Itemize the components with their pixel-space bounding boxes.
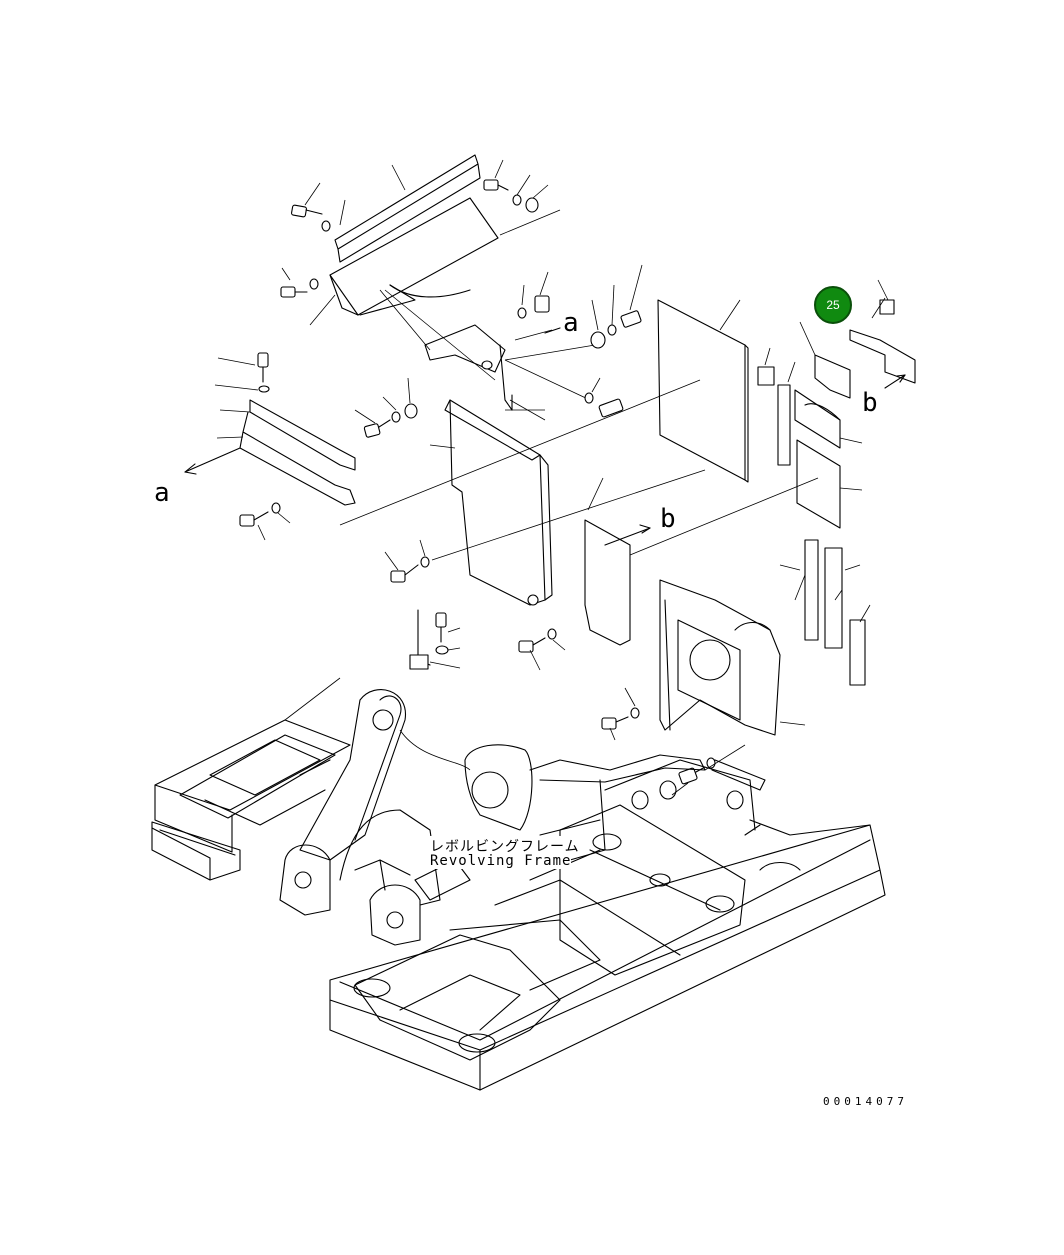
bolt-center-lower [384,469,706,583]
bolt-center-right [590,264,643,349]
middle-bracket [424,324,596,411]
center-panel [429,399,553,606]
bolt-left-top [214,352,270,393]
bolt-washer-center [584,377,624,418]
top-right-bracket [799,279,916,399]
gasket-strip-1 [777,361,796,466]
small-block [757,347,775,386]
revolving-frame [151,677,886,1091]
bolt-right-frame [601,687,640,741]
frame-label-english: Revolving Frame [430,853,572,869]
bracket-small-center [409,609,461,670]
ref-letter-b-mid: b [660,504,676,534]
ref-letter-b-right: b [862,388,878,418]
bolt-left-lower [239,502,291,541]
ref-letter-a-left: a [154,478,170,508]
bolt-top-right [483,159,549,213]
top-plate-assembly [309,154,561,351]
arrow-a-left [184,447,241,475]
bolt-top-left [291,182,331,232]
large-panel [657,299,749,483]
bolt-mid-left [280,267,319,298]
gasket-panel-right [796,439,863,529]
left-bracket [216,379,701,526]
frame-label-japanese: レボルビングフレーム [430,836,580,856]
bolt-center-top [517,271,550,319]
gasket-l-shape [794,389,863,449]
mid-right-panel [584,477,819,646]
callout-number: 25 [826,298,840,312]
bolt-mid-right [518,628,566,671]
part-callout-marker[interactable]: 25 [814,286,852,324]
leader-lines [384,289,546,771]
gasket-strips-lower [779,539,871,686]
drawing-number: 00014077 [823,1095,908,1108]
ref-letter-a-upper: a [563,308,579,338]
right-frame-bracket [659,579,806,736]
bolts-center-left [354,377,418,438]
